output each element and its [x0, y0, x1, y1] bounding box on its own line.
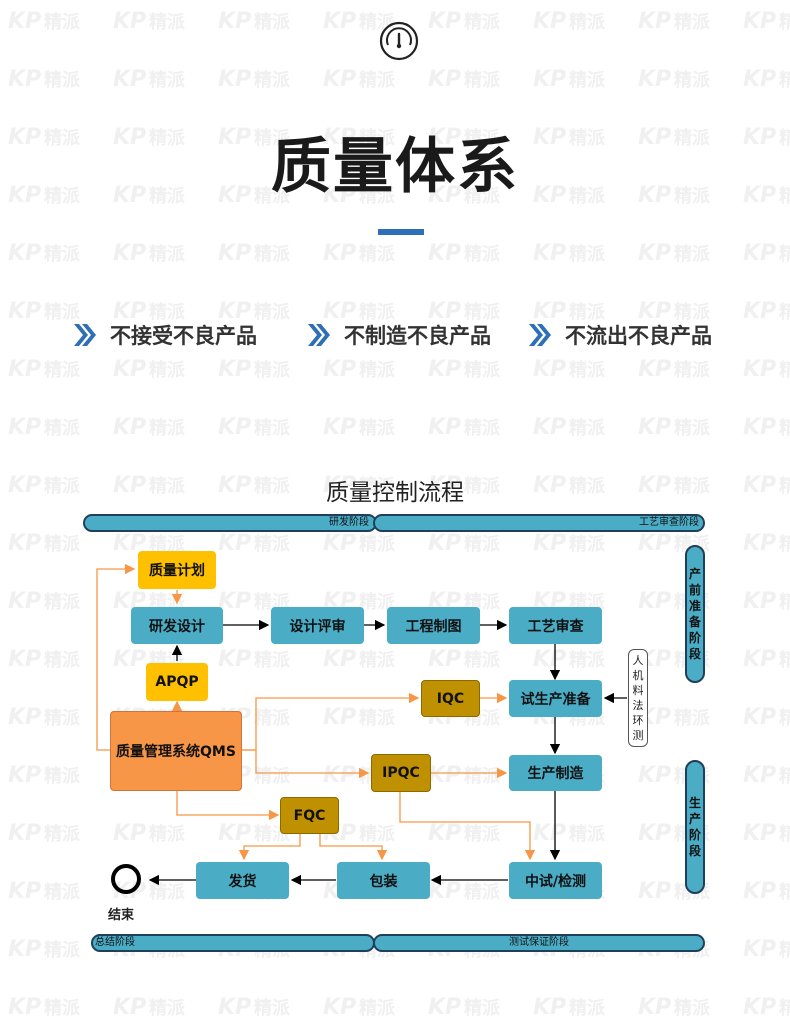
band-char: 产	[688, 567, 701, 581]
band-pre-production: 产前准备阶段	[685, 545, 705, 683]
node-quality-plan: 质量计划	[138, 551, 216, 589]
band-rd: 研发阶段	[83, 514, 377, 532]
node-shipping: 发货	[196, 862, 289, 899]
double-chevron-icon	[308, 324, 330, 346]
node-ipqc: IPQC	[371, 754, 431, 792]
band-char: 备	[688, 615, 701, 629]
page-title: 质量体系	[271, 132, 519, 202]
node-packaging: 包装	[337, 862, 430, 899]
double-chevron-icon	[74, 324, 96, 346]
band-summary: 总结阶段	[91, 934, 375, 952]
band-char: 前	[688, 583, 701, 597]
band-char: 准	[688, 599, 701, 613]
node-testing: 中试/检测	[509, 862, 602, 899]
slogan-1: 不接受不良产品	[72, 318, 257, 352]
node-iqc: IQC	[421, 680, 480, 717]
slogan-3: 不流出不良产品	[527, 318, 712, 352]
slogan-text: 不接受不良产品	[110, 324, 257, 348]
factors-box: 人机料法环测	[628, 649, 648, 747]
slogan-text: 不制造不良产品	[344, 324, 491, 348]
end-circle-icon	[111, 864, 141, 894]
band-char: 阶	[688, 631, 701, 645]
band-char: 阶	[688, 828, 701, 842]
node-engineering-drawing: 工程制图	[387, 607, 480, 644]
factor-char: 法	[632, 699, 644, 712]
factor-char: 测	[632, 729, 644, 742]
band-label: 测试保证阶段	[509, 937, 569, 948]
node-trial-prep: 试生产准备	[509, 680, 602, 717]
node-qms: 质量管理系统QMS	[110, 711, 242, 791]
flowchart-title: 质量控制流程	[326, 480, 464, 506]
slogan-text: 不流出不良产品	[565, 324, 712, 348]
factor-char: 人	[632, 654, 644, 667]
title-underline	[378, 229, 424, 235]
node-production: 生产制造	[509, 755, 602, 791]
node-process-review: 工艺审查	[509, 607, 602, 644]
band-process-review: 工艺审查阶段	[373, 514, 705, 532]
node-rd-design: 研发设计	[131, 607, 223, 644]
node-design-review: 设计评审	[271, 607, 364, 644]
band-char: 段	[688, 647, 701, 661]
band-char: 段	[688, 844, 701, 858]
node-fqc: FQC	[280, 797, 339, 834]
gauge-icon	[379, 21, 419, 61]
band-char: 产	[688, 812, 701, 826]
band-label: 研发阶段	[329, 517, 369, 528]
end-label: 结束	[108, 908, 135, 923]
factor-char: 机	[632, 669, 644, 682]
double-chevron-icon	[529, 324, 551, 346]
band-label: 工艺审查阶段	[639, 517, 699, 528]
factor-char: 环	[632, 714, 644, 727]
band-label: 总结阶段	[95, 937, 135, 948]
band-production: 生产阶段	[685, 760, 705, 894]
band-test-assurance: 测试保证阶段	[373, 934, 705, 952]
node-apqp: APQP	[146, 663, 208, 701]
slogan-2: 不制造不良产品	[306, 318, 491, 352]
factor-char: 料	[632, 684, 644, 697]
band-char: 生	[688, 796, 701, 810]
